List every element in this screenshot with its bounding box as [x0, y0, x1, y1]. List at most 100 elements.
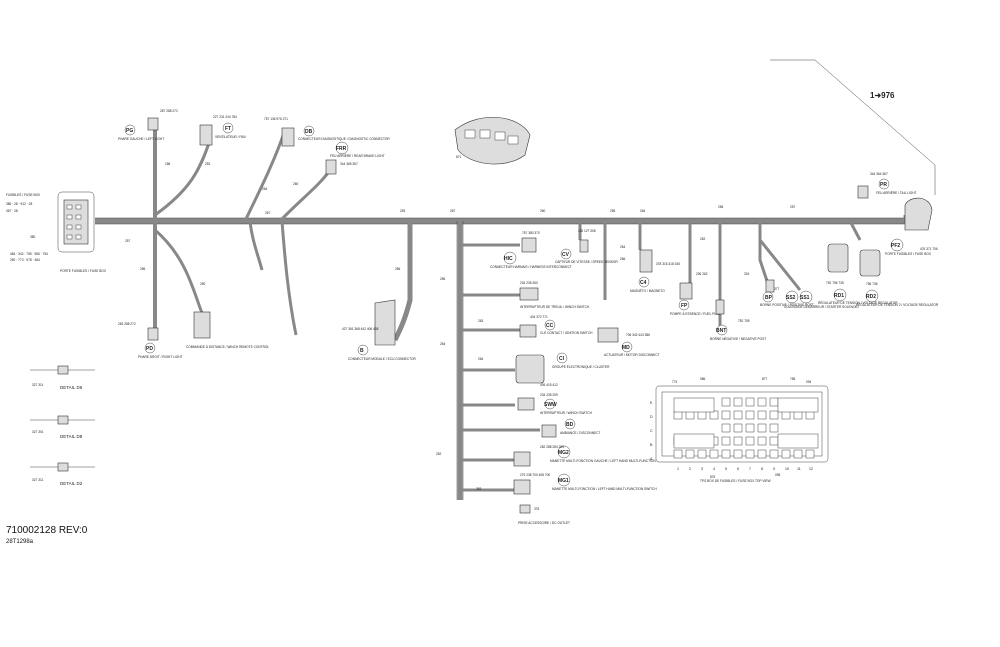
svg-text:2: 2 — [689, 467, 691, 471]
svg-text:327 311: 327 311 — [32, 478, 44, 482]
fuse-slot — [733, 397, 743, 407]
svg-text:B: B — [650, 443, 653, 447]
fuse-slot — [769, 397, 779, 407]
connector-CI: CI GROUPE ÉLECTRONIQUE / CLUSTER 409 415… — [515, 352, 610, 387]
svg-text:POMPE À ESSENCE / FUEL PUMP: POMPE À ESSENCE / FUEL PUMP — [670, 312, 721, 316]
connector-SW: 234 235 260 INTERRUPTEUR DE TREUIL / WIN… — [519, 281, 590, 309]
detail-D8: 327 301 DETAIL D8 — [30, 415, 95, 439]
svg-text:234 235 259: 234 235 259 — [540, 393, 558, 397]
svg-text:PORTE FUSIBLES / FUSE BOX: PORTE FUSIBLES / FUSE BOX — [60, 269, 107, 273]
assembly-leader: 1➜976 — [770, 59, 936, 195]
svg-text:BP: BP — [765, 295, 773, 301]
svg-text:876: 876 — [710, 475, 716, 479]
svg-text:427 361 368 442 406 438: 427 361 368 442 406 438 — [342, 327, 379, 331]
fuse-row-labels: E D C B A — [650, 401, 653, 461]
connector-C4: C4 MAGNÉTO / MAGNETO 378 316 318 345 — [630, 249, 680, 293]
svg-text:FT: FT — [225, 126, 231, 132]
svg-text:CONNECTEUR DIAGNOSTIQUE / DIAG: CONNECTEUR DIAGNOSTIQUE / DIAGNOSTIC CON… — [298, 137, 390, 141]
fuse-slot — [769, 410, 779, 420]
svg-text:INTERRUPTEUR / WINCH SWITCH: INTERRUPTEUR / WINCH SWITCH — [540, 411, 593, 415]
svg-text:RD1: RD1 — [834, 293, 844, 299]
svg-text:252: 252 — [436, 452, 442, 456]
fuse-slot — [721, 436, 731, 446]
svg-text:186: 186 — [165, 162, 171, 166]
svg-text:PR: PR — [880, 182, 887, 188]
svg-text:HIC: HIC — [504, 256, 513, 262]
connector-B: B CONNECTEUR MODULE / ECU CONNECTOR 427 … — [342, 299, 416, 361]
svg-text:C: C — [650, 429, 653, 433]
svg-text:6: 6 — [737, 467, 739, 471]
connector-PF2: PF2 PORTE FUSIBLES / FUSE BOX 476 371 70… — [885, 197, 938, 256]
svg-text:115 127 308: 115 127 308 — [578, 229, 596, 233]
svg-text:E: E — [650, 401, 653, 405]
svg-text:756 736: 756 736 — [866, 282, 878, 286]
fuse-slot — [685, 449, 695, 459]
svg-text:287 288 272: 287 288 272 — [160, 109, 178, 113]
svg-text:CV: CV — [562, 252, 570, 258]
svg-text:264: 264 — [440, 342, 446, 346]
svg-text:253: 253 — [476, 487, 482, 491]
svg-text:9: 9 — [773, 467, 775, 471]
fuse-slot — [745, 449, 755, 459]
connector-FT: FT VENTILATEUR / FAN 227 231 244 784 — [199, 115, 246, 146]
svg-text:DETAIL D8: DETAIL D8 — [60, 434, 83, 439]
connector-HIC: HIC CONNECTEUR HARNAIS / HARNESS INTERCO… — [490, 231, 572, 269]
fuse-slot — [793, 449, 803, 459]
fuse-slot — [757, 397, 767, 407]
svg-text:AMBIANCE / DISCONNECT: AMBIANCE / DISCONNECT — [560, 431, 600, 435]
svg-text:260: 260 — [540, 209, 546, 213]
svg-text:GROUPE ÉLECTRONIQUE / CLUSTER: GROUPE ÉLECTRONIQUE / CLUSTER — [552, 364, 610, 369]
svg-text:283 288 272: 283 288 272 — [118, 322, 136, 326]
svg-text:236 262: 236 262 — [696, 272, 708, 276]
connector-BNT: BNT BORNE NÉGATIVE / NEGATIVE POST 752 7… — [710, 299, 766, 341]
fuse-box-left-slots — [66, 204, 82, 240]
svg-text:B: B — [360, 348, 364, 354]
svg-text:PRISE ACCESSOIRE / DC OUTLET: PRISE ACCESSOIRE / DC OUTLET — [518, 521, 570, 525]
svg-text:BORNE POSITIVE / POSITIVE POST: BORNE POSITIVE / POSITIVE POST — [760, 303, 814, 307]
connector-MG1: MG1 MANETTE MULTI-FONCTION / LEFT HAND M… — [513, 473, 657, 495]
svg-text:757 380 370: 757 380 370 — [522, 231, 540, 235]
svg-text:086: 086 — [700, 377, 706, 381]
svg-text:FEU ARRIÈRE / TAIL LIGHT: FEU ARRIÈRE / TAIL LIGHT — [876, 190, 917, 195]
svg-text:PHARE DROIT / RIGHT LIGHT: PHARE DROIT / RIGHT LIGHT — [138, 355, 183, 359]
svg-text:FRR: FRR — [336, 146, 347, 152]
fuse-slot — [757, 423, 767, 433]
svg-text:267: 267 — [265, 211, 271, 215]
connector-SS1: SS1 — [799, 290, 813, 304]
svg-text:11: 11 — [797, 467, 801, 471]
svg-text:PG: PG — [126, 128, 133, 134]
svg-text:327 301: 327 301 — [32, 430, 44, 434]
connector-SWW: SWW INTERRUPTEUR / WINCH SWITCH 234 235 … — [517, 393, 593, 415]
svg-text:262: 262 — [700, 237, 706, 241]
fuse-col-labels: 1 2 3 4 5 6 7 8 9 10 11 12 — [677, 467, 813, 471]
svg-text:SOLÉNOÏDE DÉMARREUR / STARTER: SOLÉNOÏDE DÉMARREUR / STARTER SOLENOID — [784, 304, 859, 309]
svg-text:267: 267 — [450, 209, 456, 213]
svg-text:409 415 412: 409 415 412 — [540, 383, 558, 387]
svg-text:260: 260 — [293, 182, 299, 186]
svg-text:266: 266 — [620, 257, 626, 261]
svg-text:COMMANDE À DISTANCE / WINCH RE: COMMANDE À DISTANCE / WINCH REMOTE CONTR… — [186, 345, 269, 349]
fuse-slot — [745, 436, 755, 446]
fuse-slot — [673, 449, 683, 459]
svg-text:8: 8 — [761, 467, 763, 471]
svg-text:327 311: 327 311 — [32, 383, 44, 387]
svg-text:376: 376 — [534, 507, 540, 511]
svg-text:ACTUATEUR / MOTOR DISCONNECT: ACTUATEUR / MOTOR DISCONNECT — [604, 353, 660, 357]
svg-text:871: 871 — [456, 155, 462, 159]
svg-text:7: 7 — [749, 467, 751, 471]
fuse-slot — [769, 436, 779, 446]
svg-text:094: 094 — [806, 380, 812, 384]
svg-text:1: 1 — [677, 467, 679, 471]
svg-text:MG2: MG2 — [558, 450, 569, 456]
svg-text:227 231 244 784: 227 231 244 784 — [213, 115, 237, 119]
fuse-slot — [757, 449, 767, 459]
fuse-slot — [709, 449, 719, 459]
fuse-slot — [805, 449, 815, 459]
svg-text:C4: C4 — [640, 280, 647, 286]
document-number: 710002128 REV:0 — [6, 525, 88, 536]
svg-text:256: 256 — [140, 267, 146, 271]
svg-text:FP: FP — [681, 303, 688, 309]
svg-text:PHARE GAUCHE / LEFT LIGHT: PHARE GAUCHE / LEFT LIGHT — [118, 137, 164, 141]
svg-text:255: 255 — [610, 209, 616, 213]
